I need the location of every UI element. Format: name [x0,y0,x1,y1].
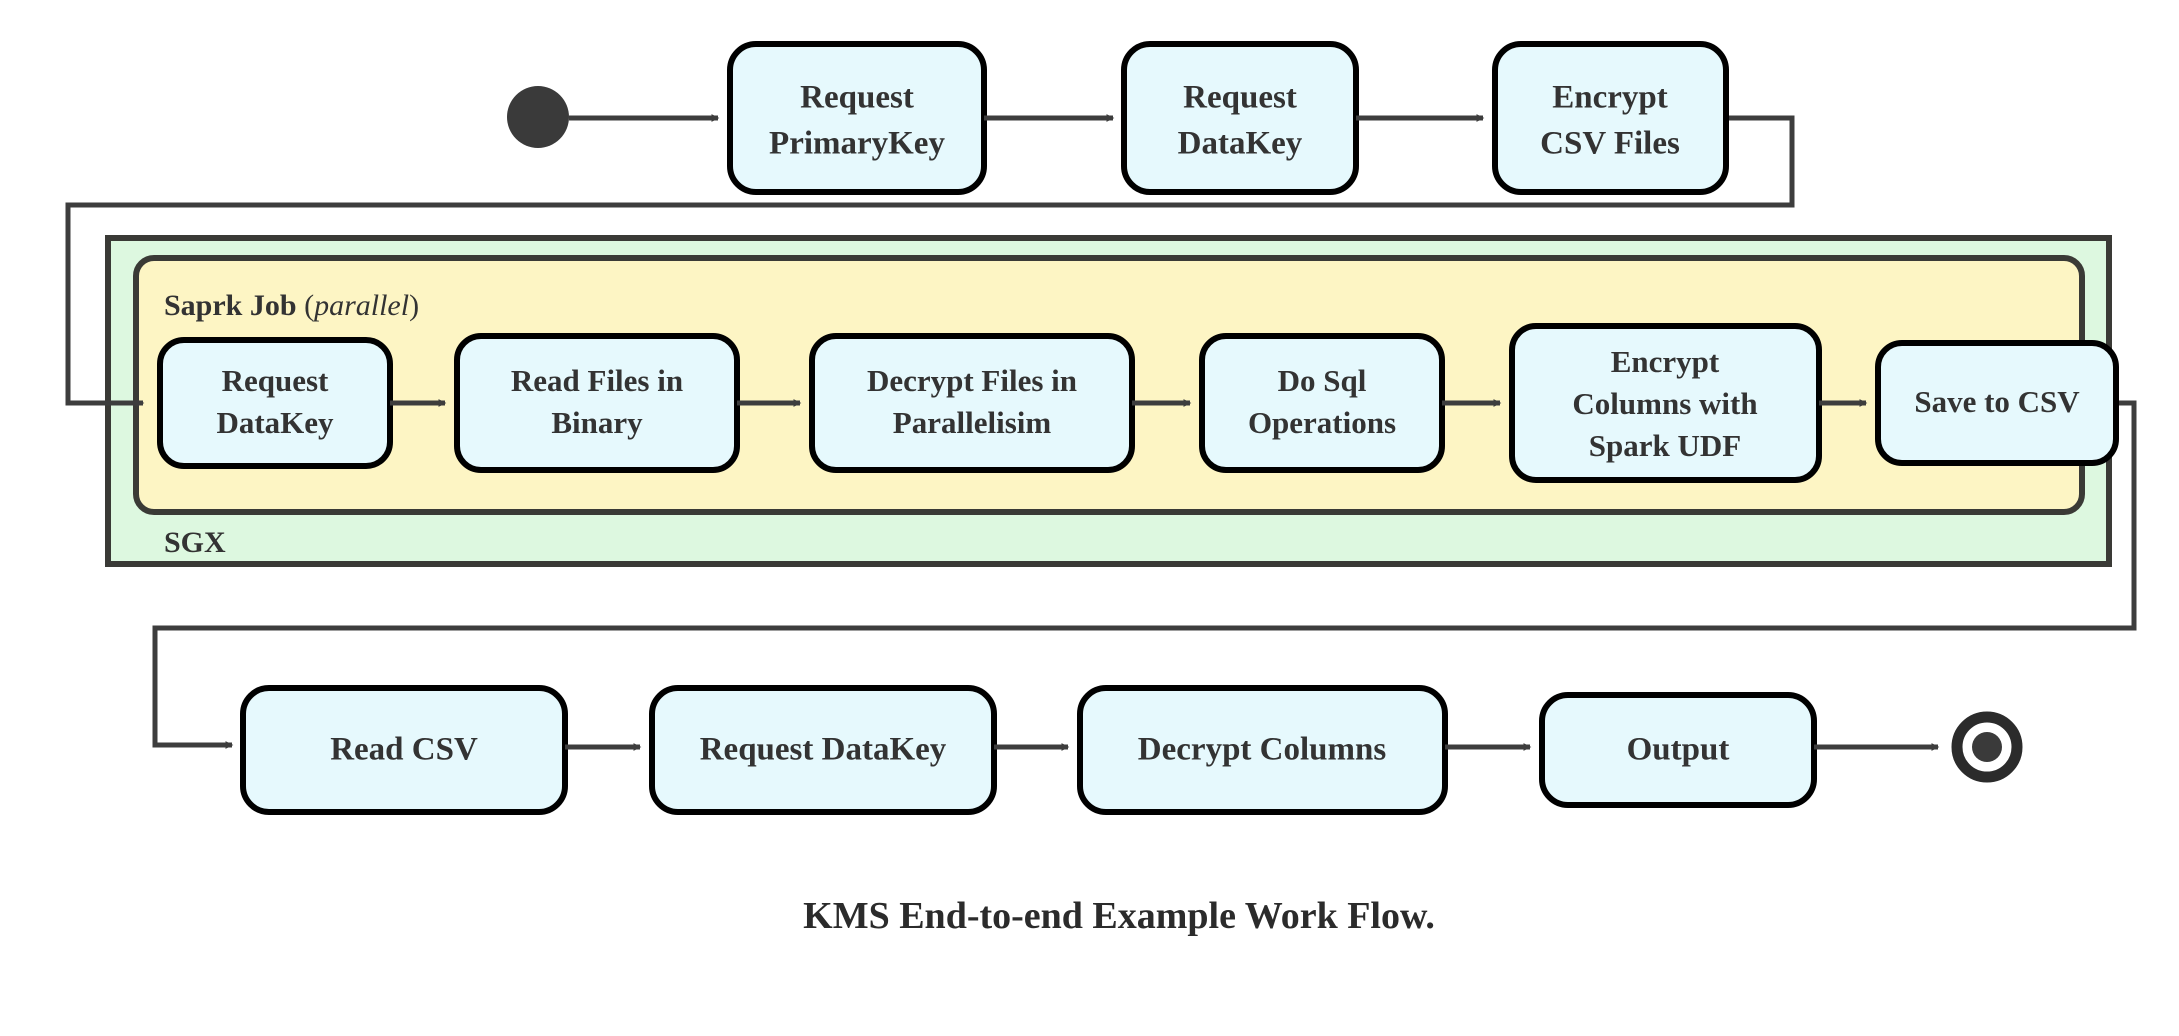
node-label-output: Output [1627,732,1730,768]
node-label-request-datakey-top-line-0: Request [1183,80,1297,116]
sgx-label: SGX [164,526,226,559]
node-label-encrypt-csv-files-line-1: CSV Files [1540,126,1680,162]
spark-job-label-paren-open: ( [304,289,314,322]
node-label-save-to-csv: Save to CSV [1914,384,2080,419]
edge-save-to-csv-to-read-csv [152,400,2137,749]
spark-job-label-main: Saprk Job [164,289,297,322]
node-decrypt-files-in-parallelisim[interactable]: Decrypt Files in Parallelisim [809,333,1135,473]
edge-encrypt-csv-to-spark-datakey [65,115,1795,407]
node-label-encrypt-columns-line-2: Spark UDF [1589,428,1741,463]
node-request-primarykey[interactable]: Request PrimaryKey [727,41,987,195]
diagram-caption: KMS End-to-end Example Work Flow. [803,895,1435,937]
node-read-csv[interactable]: Read CSV [240,685,568,815]
spark-job-label: Saprk Job (parallel) [164,289,419,322]
spark-job-label-paren-close: ) [409,289,419,322]
node-request-datakey-bottom[interactable]: Request DataKey [649,685,997,815]
node-label-do-sql-line-1: Operations [1248,405,1396,440]
spark-job-label-italic: parallel [312,289,409,322]
node-save-to-csv[interactable]: Save to CSV [1875,340,2119,466]
node-label-read-files-in-binary-line-0: Read Files in [511,363,683,398]
node-label-encrypt-columns-line-0: Encrypt [1611,344,1720,379]
node-request-datakey-spark[interactable]: Request DataKey [157,337,393,469]
node-label-request-primarykey-line-1: PrimaryKey [769,126,945,162]
node-label-request-datakey-spark-line-1: DataKey [216,405,334,440]
node-label-request-datakey-top-line-1: DataKey [1178,126,1303,162]
node-label-read-files-in-binary-line-1: Binary [551,405,643,440]
node-encrypt-columns-with-spark-udf[interactable]: Encrypt Columns with Spark UDF [1509,323,1822,483]
node-label-decrypt-columns: Decrypt Columns [1138,732,1387,768]
node-decrypt-columns[interactable]: Decrypt Columns [1077,685,1448,815]
node-label-encrypt-columns-line-1: Columns with [1572,386,1757,421]
node-read-files-in-binary[interactable]: Read Files in Binary [454,333,740,473]
node-label-decrypt-files-line-1: Parallelisim [893,405,1052,440]
node-encrypt-csv-files[interactable]: Encrypt CSV Files [1492,41,1729,195]
node-label-encrypt-csv-files-line-0: Encrypt [1552,80,1668,116]
node-do-sql-operations[interactable]: Do Sql Operations [1199,333,1445,473]
node-request-datakey-top[interactable]: Request DataKey [1121,41,1359,195]
end-node [1951,711,2023,783]
node-label-do-sql-line-0: Do Sql [1278,363,1367,398]
node-label-read-csv: Read CSV [330,732,478,768]
node-label-decrypt-files-line-0: Decrypt Files in [867,363,1077,398]
node-label-request-datakey-bottom: Request DataKey [700,732,947,768]
node-output[interactable]: Output [1539,692,1817,808]
start-node [507,86,569,148]
node-label-request-datakey-spark-line-0: Request [222,363,329,398]
node-label-request-primarykey-line-0: Request [800,80,914,116]
